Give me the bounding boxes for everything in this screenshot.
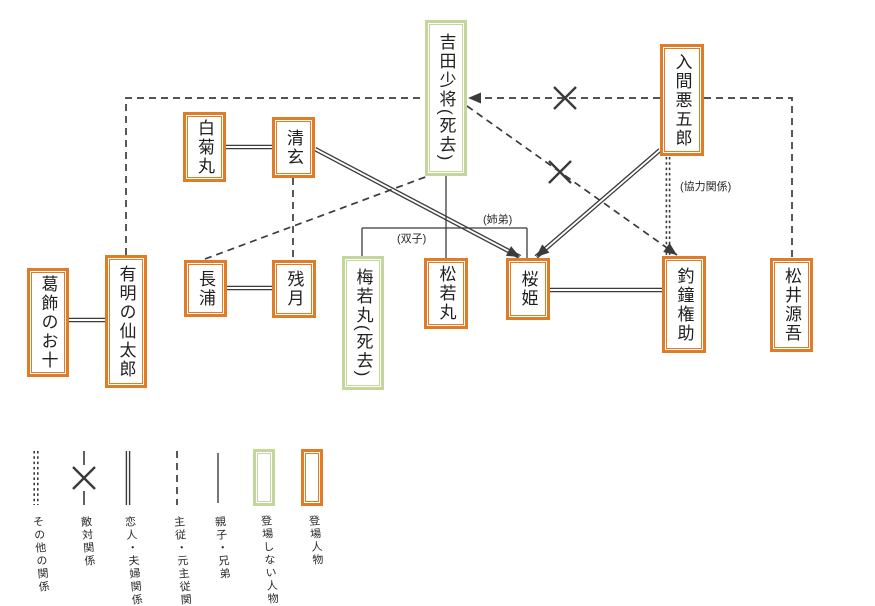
node-frame: 長浦	[188, 264, 223, 313]
node-nagaura: 長浦	[184, 260, 227, 317]
node-label: 葛飾のお十	[38, 275, 58, 370]
edge-nagaura-zangetsu	[227, 285, 272, 291]
node-frame: 松井源吾	[774, 262, 809, 348]
node-frame: 吉田少将(死去)	[429, 24, 463, 172]
node-label: 入間悪五郎	[672, 52, 692, 148]
node-umewakamaru: 梅若丸(死去)	[342, 256, 384, 390]
node-frame: 白菊丸	[187, 116, 222, 178]
annotation-label: (姉弟)	[483, 214, 513, 226]
edge-shiragikumaru-seigen	[226, 144, 272, 150]
node-matsui-gengo: 松井源吾	[770, 258, 813, 352]
edge-seigen-sakurahime	[313, 147, 522, 259]
node-zangetsu: 残月	[272, 260, 316, 318]
node-frame: 釣鐘権助	[666, 260, 702, 349]
arrowhead-icon	[505, 246, 520, 257]
node-frame: 葛飾のお十	[31, 272, 65, 373]
edge-iruma-matsui	[704, 97, 793, 258]
edge-sakurahime-gonsuke	[550, 287, 662, 293]
node-label: 松若丸	[436, 265, 456, 322]
edge-yoshida-gonsuke	[466, 105, 678, 256]
edge-iruma-gonsuke	[665, 157, 671, 256]
node-frame: 有明の仙太郎	[109, 259, 143, 384]
node-label: 梅若丸(死去)	[353, 267, 373, 379]
edge-iruma-sakurahime	[534, 148, 662, 259]
hostile-cross-icon	[553, 86, 577, 110]
node-frame: 桜姫	[510, 262, 546, 316]
annotation-label: (双子)	[397, 233, 427, 245]
node-label: 桜姫	[518, 270, 538, 308]
node-shiragikumaru: 白菊丸	[183, 112, 226, 182]
arrowhead-icon	[536, 244, 550, 257]
node-frame: 梅若丸(死去)	[346, 260, 380, 386]
edge-nagaura-yoshida	[204, 175, 429, 260]
node-tsurigane-gonsuke: 釣鐘権助	[662, 256, 706, 353]
hostile-cross-icon	[548, 160, 572, 184]
node-matsuwakamaru: 松若丸	[424, 258, 468, 329]
edge-label-iruma-gonsuke: (協力関係)	[680, 181, 732, 193]
edge-iruma-yoshida	[468, 86, 660, 110]
node-iruma-akugoro: 入間悪五郎	[660, 44, 704, 156]
node-katsushika-no-oju: 葛飾のお十	[27, 268, 69, 377]
node-label: 長浦	[196, 269, 215, 308]
edge-sentaro-yoshida	[125, 97, 425, 255]
node-label: 吉田少将(死去)	[436, 33, 456, 163]
node-label: 白菊丸	[195, 118, 214, 176]
node-sakurahime: 桜姫	[506, 258, 550, 320]
node-ariake-no-sentaro: 有明の仙太郎	[105, 255, 147, 388]
node-frame: 入間悪五郎	[664, 48, 700, 152]
arrowhead-icon	[468, 92, 481, 104]
node-label: 清玄	[284, 128, 303, 167]
edge-oju-sentaro	[69, 317, 105, 323]
node-seigen: 清玄	[272, 117, 315, 178]
node-yoshida-shosho: 吉田少将(死去)	[425, 20, 467, 176]
node-frame: 松若丸	[428, 262, 464, 325]
node-label: 有明の仙太郎	[116, 264, 136, 379]
node-frame: 清玄	[276, 121, 311, 174]
node-label: 残月	[284, 270, 304, 308]
node-label: 釣鐘権助	[674, 266, 694, 343]
node-label: 松井源吾	[782, 267, 801, 343]
node-frame: 残月	[276, 264, 312, 314]
